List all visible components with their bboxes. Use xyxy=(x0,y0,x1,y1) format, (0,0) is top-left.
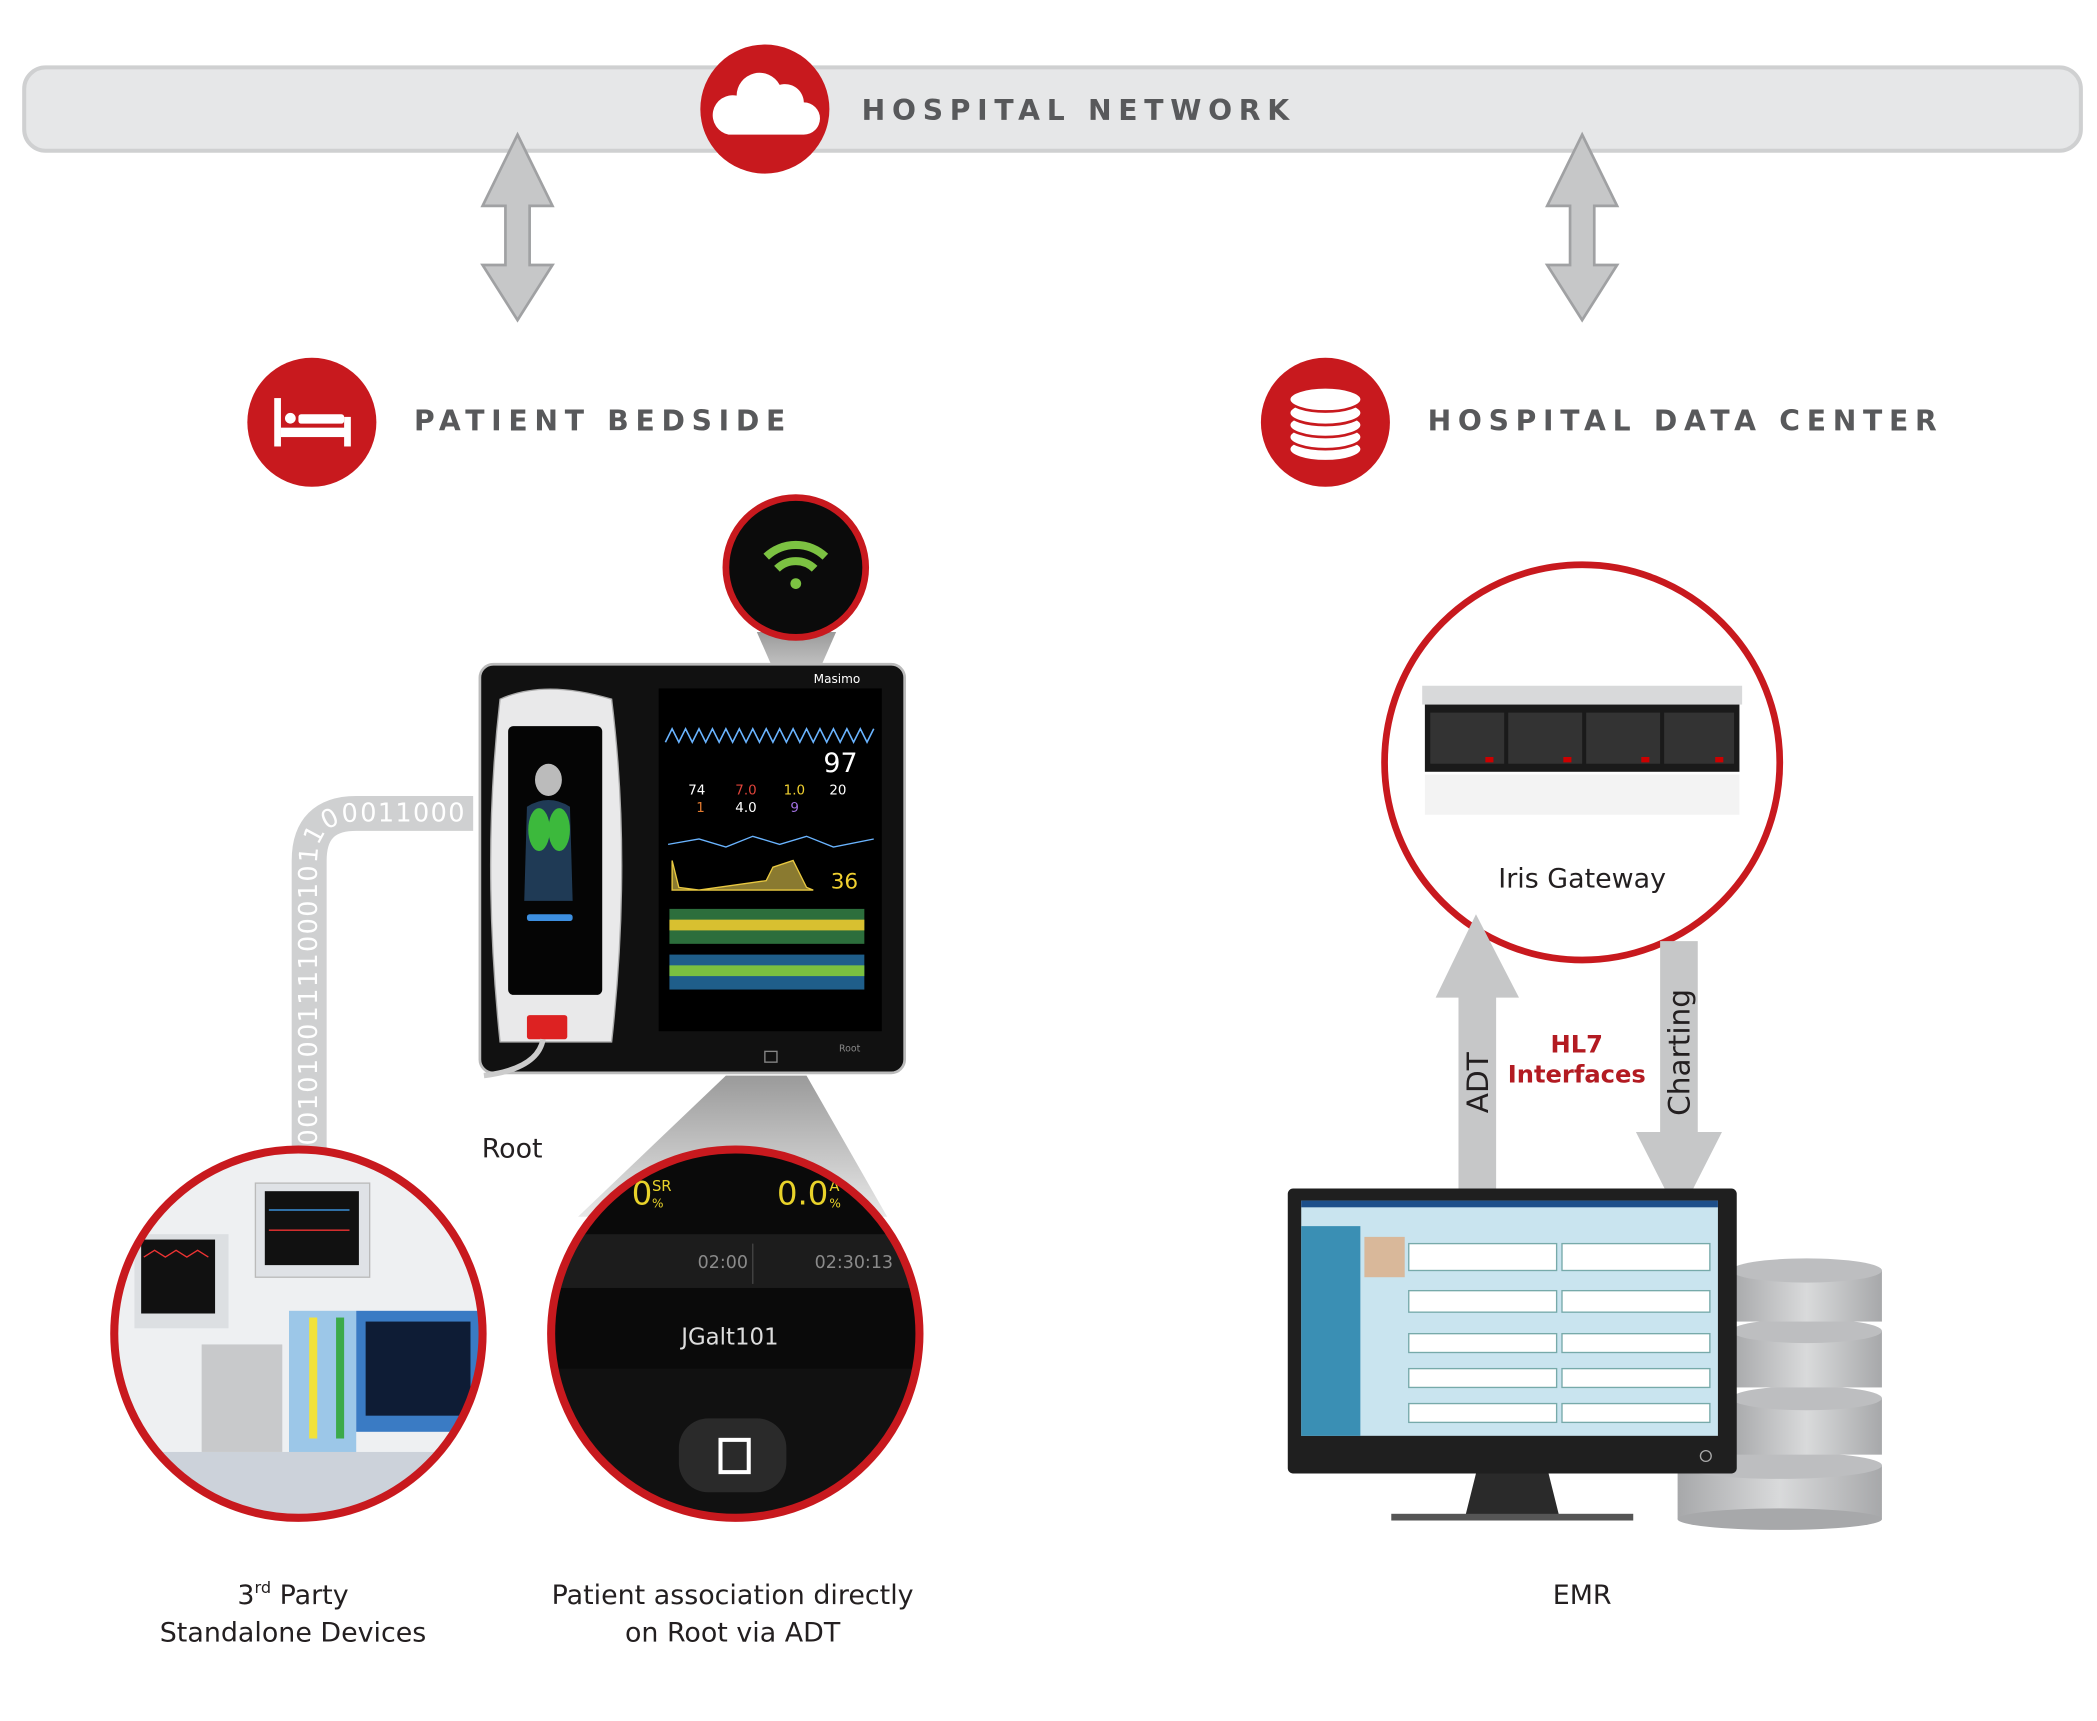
hl7-title-line2: Interfaces xyxy=(1508,1060,1646,1088)
spmet-value: 4.0 xyxy=(735,801,756,816)
third-party-label-line1: 3rd Party xyxy=(237,1578,348,1611)
brand-logo: Masimo xyxy=(814,672,861,686)
zoom-time2: 02:30:13 xyxy=(815,1253,893,1273)
zoom-unit2: A xyxy=(829,1178,839,1195)
spoc-value: 1 xyxy=(696,801,705,816)
adt-arrow-up-icon xyxy=(1435,914,1519,1190)
wifi-icon xyxy=(722,494,870,641)
charting-label: Charting xyxy=(1663,989,1697,1116)
zoom-time1: 02:00 xyxy=(698,1253,748,1273)
power-icon xyxy=(1699,1449,1712,1463)
svg-text:%: % xyxy=(829,1196,840,1210)
patient-assoc-label-line2: on Root via ADT xyxy=(625,1617,841,1648)
iris-gateway: Iris Gateway xyxy=(1381,561,1784,964)
patient-assoc-label-line1: Patient association directly xyxy=(552,1580,914,1611)
spo2-value: 97 xyxy=(823,748,857,779)
root-label: Root xyxy=(482,1134,543,1165)
double-arrow-datacenter-icon xyxy=(1544,131,1620,323)
datacenter-title: HOSPITAL DATA CENTER xyxy=(1428,404,1944,437)
emr-monitor xyxy=(1287,1188,1737,1521)
gateway-label: Iris Gateway xyxy=(1498,863,1666,894)
third-party-label-line2: Standalone Devices xyxy=(160,1617,427,1648)
root-device: Masimo 97 74 7.0 1.0 20 1 4.0 9 36 Root xyxy=(478,662,907,1079)
cloud-icon xyxy=(700,44,830,174)
server-icon xyxy=(1422,685,1743,815)
emr-label: EMR xyxy=(1553,1580,1612,1611)
binary-text: 0010100111100010110001100000010100 xyxy=(0,0,464,1145)
home-square-icon xyxy=(718,1437,751,1475)
double-arrow-bedside-icon xyxy=(480,131,555,323)
psi-value: 36 xyxy=(831,870,858,895)
third-party-devices-image xyxy=(110,1145,487,1522)
binary-stream: 0010100111100010110001100000010100 xyxy=(0,0,474,1157)
svg-text:001010011110001011000110000001: 0010100111100010110001100000010100 xyxy=(0,0,466,1145)
pvi-value: 1.0 xyxy=(784,784,805,799)
sphb-value: 7.0 xyxy=(735,784,756,799)
device-name: Root xyxy=(839,1043,861,1054)
database-icon xyxy=(1260,357,1390,487)
database-stack-icon xyxy=(1677,1258,1882,1530)
zoom-value2: 0.0 xyxy=(777,1175,828,1213)
bedside-title: PATIENT BEDSIDE xyxy=(414,404,792,437)
zoom-value1: 0 xyxy=(632,1175,653,1213)
sphb2-value: 9 xyxy=(790,801,799,816)
home-button xyxy=(678,1418,787,1493)
radical7-handheld xyxy=(483,688,623,1079)
svg-text:%: % xyxy=(652,1196,663,1210)
charting-arrow-down-icon xyxy=(1635,941,1722,1217)
patient-id: JGalt101 xyxy=(679,1324,778,1350)
hospital-network-bar: HOSPITAL NETWORK xyxy=(22,44,2083,174)
hl7-title-line1: HL7 xyxy=(1551,1031,1603,1059)
rr-value: 20 xyxy=(829,784,846,799)
network-title: HOSPITAL NETWORK xyxy=(862,94,1296,127)
home-button-icon xyxy=(764,1050,778,1063)
root-screen: Masimo 97 74 7.0 1.0 20 1 4.0 9 36 Root xyxy=(658,672,882,1063)
zoom-unit1: SR xyxy=(652,1178,672,1195)
bed-icon xyxy=(247,357,377,487)
adt-label: ADT xyxy=(1461,1051,1495,1113)
pr-value: 74 xyxy=(688,784,705,799)
